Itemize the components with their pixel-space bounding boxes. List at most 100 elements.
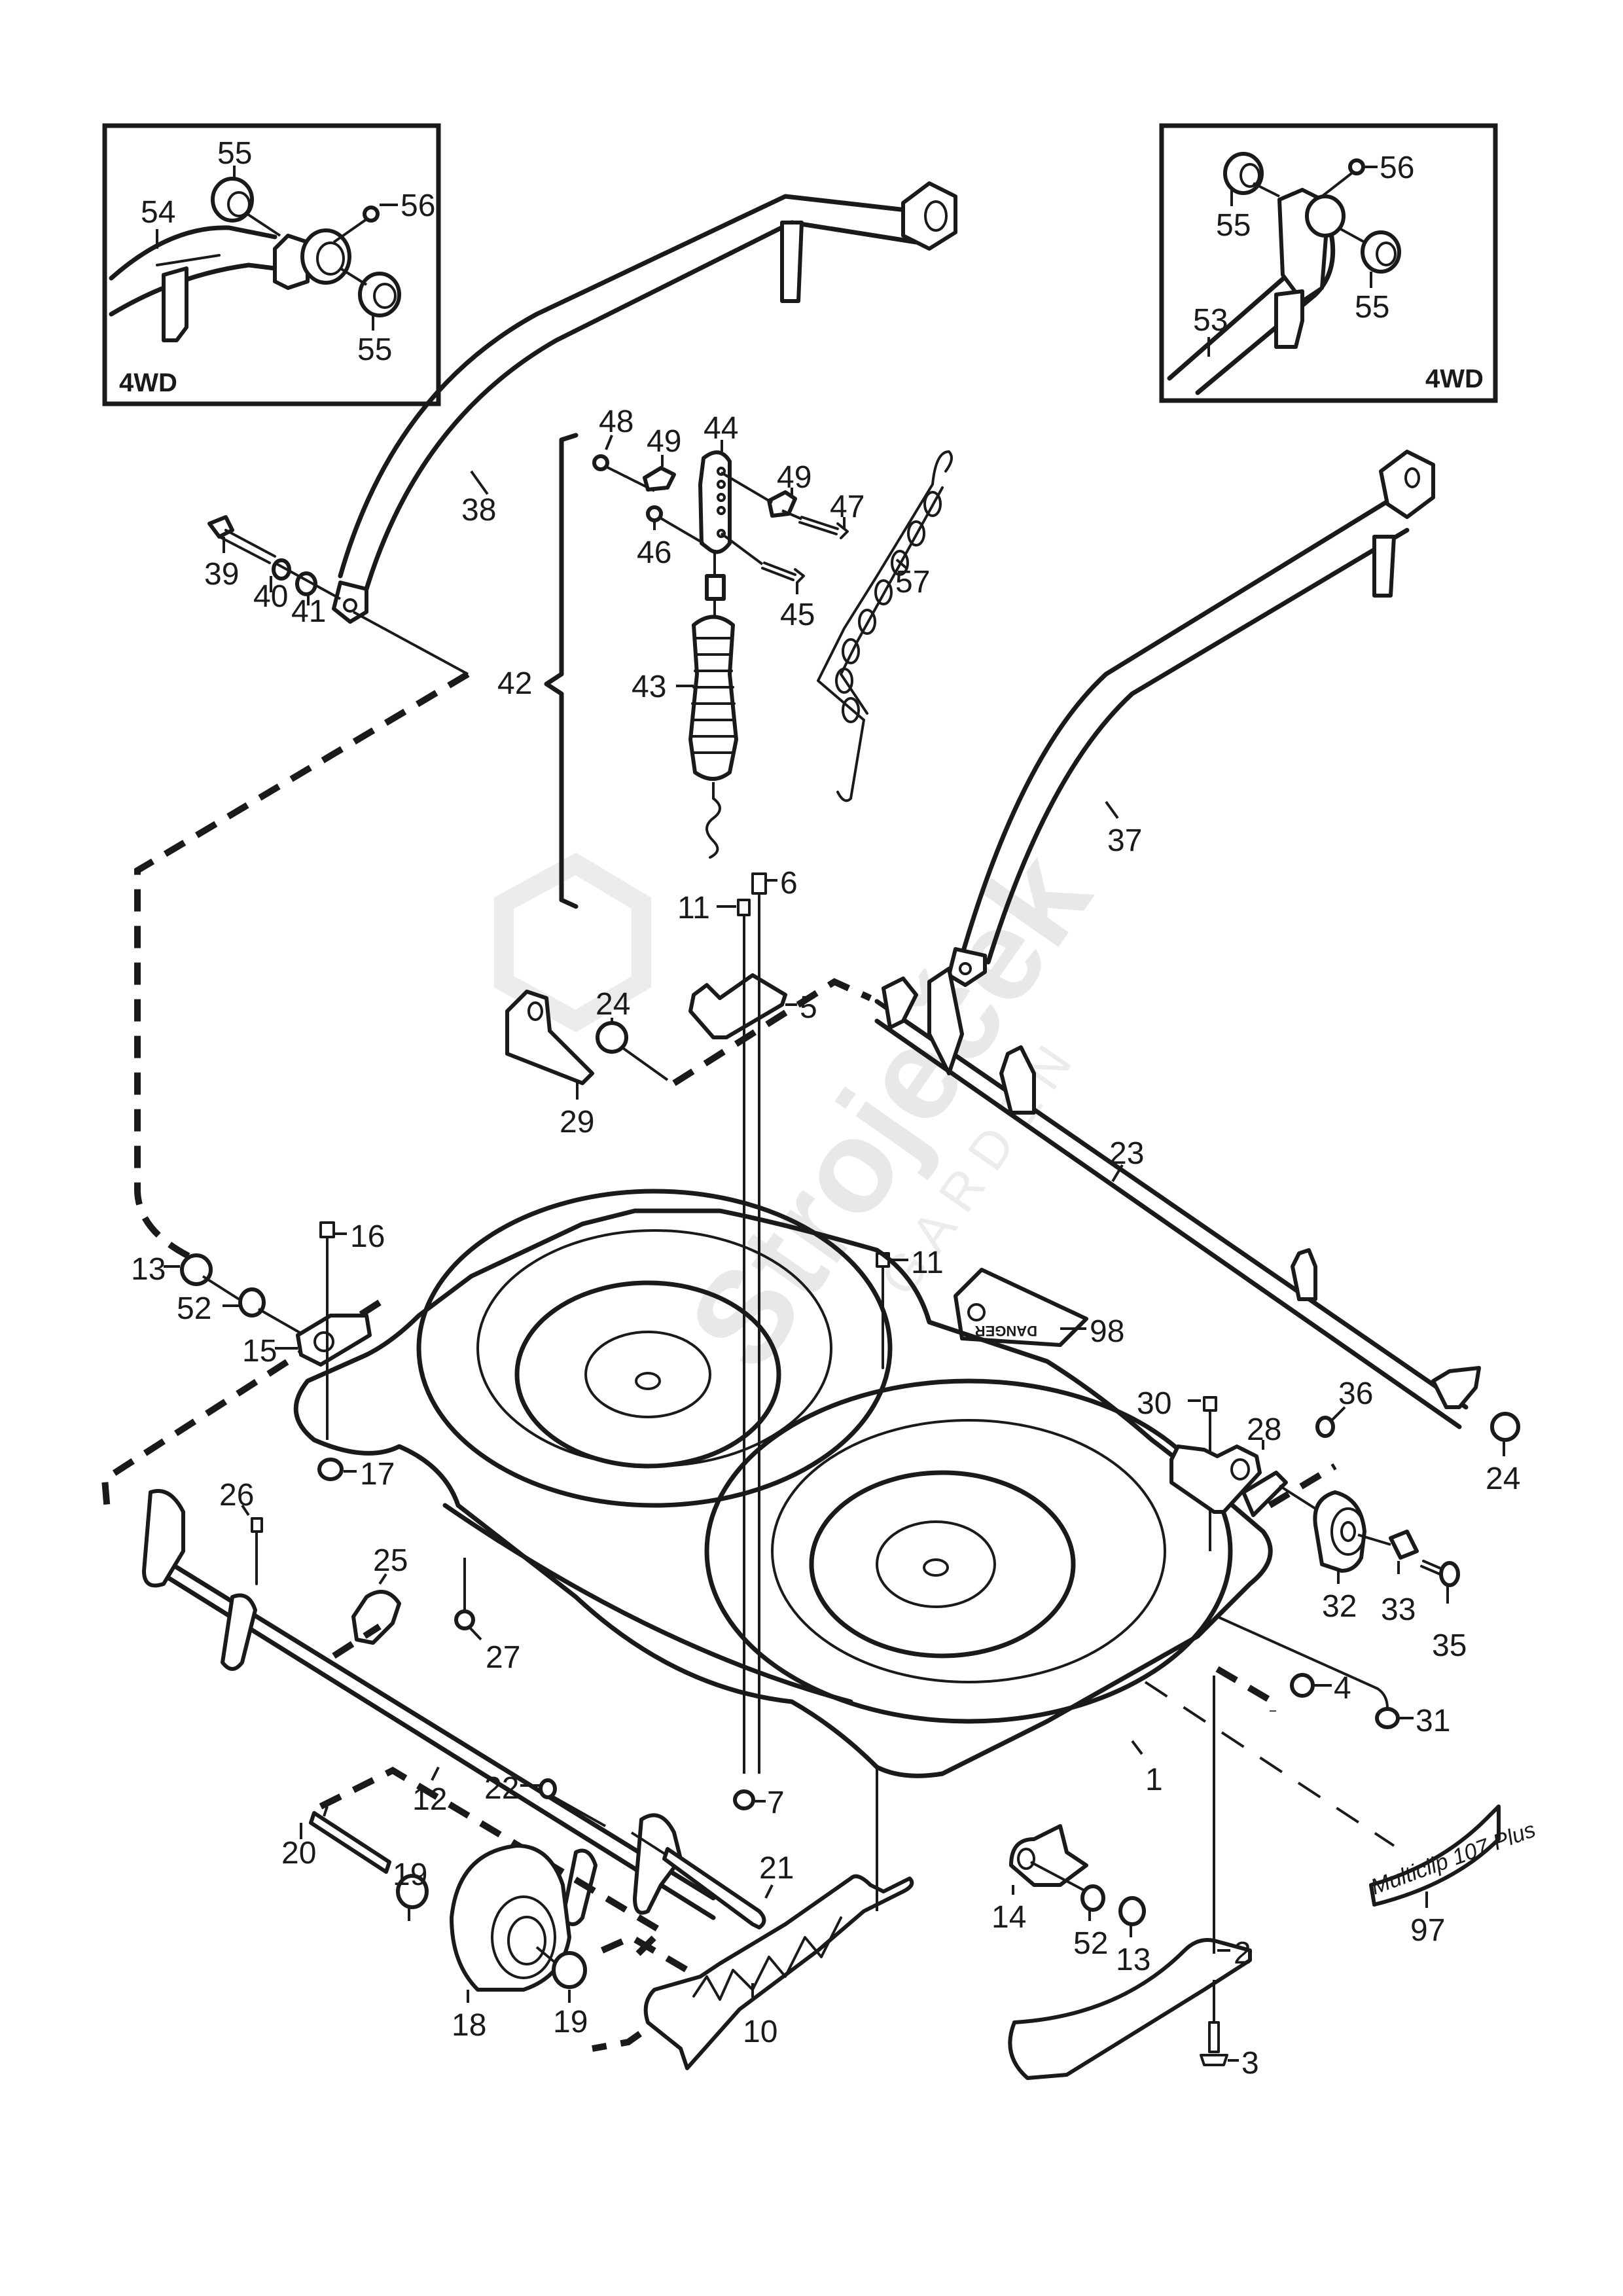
part-31-nut-icon — [1375, 1707, 1400, 1729]
part-56-grease-nipple-icon — [1348, 158, 1365, 175]
label-56: 56 — [401, 188, 435, 223]
part-30-bolt-icon — [1203, 1396, 1217, 1448]
part-39-bolt-icon — [207, 515, 276, 564]
part-3-bolt-icon — [1200, 2021, 1228, 2066]
assembly-path-decal-36 — [1268, 1463, 1337, 1509]
inset-tag-4wd: 4WD — [119, 368, 177, 397]
part-97-model-decal: Multiclip 107 Plus — [1368, 1804, 1539, 1907]
label-17: 17 — [360, 1457, 395, 1492]
label-55: 55 — [217, 136, 252, 171]
part-32-pulley — [1313, 1490, 1366, 1573]
label-7: 7 — [767, 1785, 785, 1820]
label-23: 23 — [1109, 1136, 1144, 1171]
label-6: 6 — [780, 866, 798, 901]
part-46-nut-icon — [646, 505, 663, 522]
group-42-bracket — [544, 433, 579, 909]
label-56: 56 — [1380, 151, 1414, 185]
label-28: 28 — [1247, 1412, 1281, 1447]
label-49: 49 — [777, 460, 812, 495]
part-52-washer-icon — [238, 1287, 266, 1318]
label-19: 19 — [553, 2005, 588, 2039]
part-7-nut-icon — [733, 1789, 755, 1810]
part-55-bushing-icon — [358, 272, 401, 317]
part-1-mower-deck — [293, 1189, 1273, 1778]
part-44-adjuster-plate — [698, 450, 732, 554]
part-27-nut-icon — [454, 1609, 475, 1630]
label-42: 42 — [497, 666, 532, 701]
part-20-shaft — [309, 1811, 391, 1874]
part-48-nut-icon — [592, 454, 609, 471]
label-46: 46 — [637, 535, 671, 570]
part-49-wing-nut-icon — [643, 466, 676, 492]
assembly-path-31 — [1217, 1615, 1389, 1709]
inset-right-4wd: 56 55 55 53 4WD — [1159, 123, 1498, 403]
label-13: 13 — [131, 1252, 166, 1287]
label-20: 20 — [281, 1836, 316, 1871]
assembly-path-38-13 — [134, 671, 470, 1260]
label-10: 10 — [743, 2015, 777, 2049]
part-21-bolt — [662, 1847, 766, 1929]
label-38: 38 — [461, 493, 496, 528]
part-19-bushing-icon — [552, 1951, 587, 1989]
label-26: 26 — [219, 1478, 254, 1513]
part-13-bushing-icon — [1118, 1896, 1146, 1926]
part-43-spring-link — [705, 574, 726, 601]
label-97: 97 — [1410, 1913, 1445, 1948]
watermark-logo-icon — [494, 852, 651, 1033]
part-5-bracket — [688, 973, 787, 1039]
label-13: 13 — [1116, 1943, 1150, 1977]
part-43-spring — [688, 615, 738, 781]
part-56-grease-nipple-icon — [363, 206, 380, 223]
label-1: 1 — [1145, 1763, 1163, 1797]
part-55-bushing-icon — [1223, 152, 1264, 195]
part-98-danger-decal: DANGER — [954, 1268, 1088, 1347]
label-45: 45 — [780, 598, 815, 632]
label-55: 55 — [357, 332, 392, 367]
label-27: 27 — [486, 1640, 520, 1675]
label-19: 19 — [393, 1857, 427, 1892]
label-21: 21 — [759, 1851, 794, 1886]
label-29: 29 — [560, 1105, 594, 1139]
label-31: 31 — [1416, 1704, 1450, 1738]
part-11-screw-icon — [737, 899, 751, 947]
part-43-hook-icon — [705, 797, 721, 859]
part-54-blade — [162, 266, 188, 342]
label-2: 2 — [1234, 1936, 1251, 1971]
part-2-skid — [1008, 1938, 1252, 2080]
part-33-spacer — [1389, 1530, 1419, 1560]
part-47-bolt-icon — [798, 516, 849, 539]
part-38-lift-arm — [332, 181, 957, 624]
label-52: 52 — [177, 1291, 211, 1326]
part-54-bar — [109, 225, 277, 281]
assembly-path-deck-4 — [1215, 1666, 1276, 1712]
label-39: 39 — [204, 557, 239, 592]
label-11: 11 — [677, 891, 710, 925]
part-10-blade — [643, 1874, 914, 2070]
label-48: 48 — [599, 404, 633, 439]
label-55: 55 — [1355, 290, 1389, 325]
label-33: 33 — [1381, 1592, 1416, 1627]
inset-tag-4wd: 4WD — [1425, 365, 1484, 393]
label-16: 16 — [350, 1219, 385, 1254]
part-23-axle — [874, 967, 1481, 1429]
label-18: 18 — [452, 2008, 486, 2043]
part-57-chain — [817, 450, 953, 802]
label-25: 25 — [373, 1543, 408, 1578]
danger-decal-text: DANGER — [975, 1323, 1037, 1339]
label-14: 14 — [991, 1900, 1026, 1935]
part-18-wheel — [450, 1844, 571, 1992]
part-17-nut-icon — [317, 1458, 344, 1481]
part-37-lift-arm — [947, 450, 1435, 987]
inset-left-4wd: 55 56 54 55 4WD — [102, 123, 441, 406]
model-decal-text: Multiclip 107 Plus — [1368, 1817, 1539, 1899]
part-55-bushing-icon — [1361, 230, 1401, 274]
part-6-bolt-icon — [751, 872, 767, 937]
assembly-path-25 — [332, 1623, 382, 1659]
label-24: 24 — [596, 987, 630, 1022]
label-43: 43 — [632, 670, 666, 704]
part-25-bracket — [351, 1590, 401, 1645]
label-35: 35 — [1432, 1628, 1467, 1663]
label-3: 3 — [1241, 2046, 1259, 2081]
label-15: 15 — [242, 1334, 277, 1369]
